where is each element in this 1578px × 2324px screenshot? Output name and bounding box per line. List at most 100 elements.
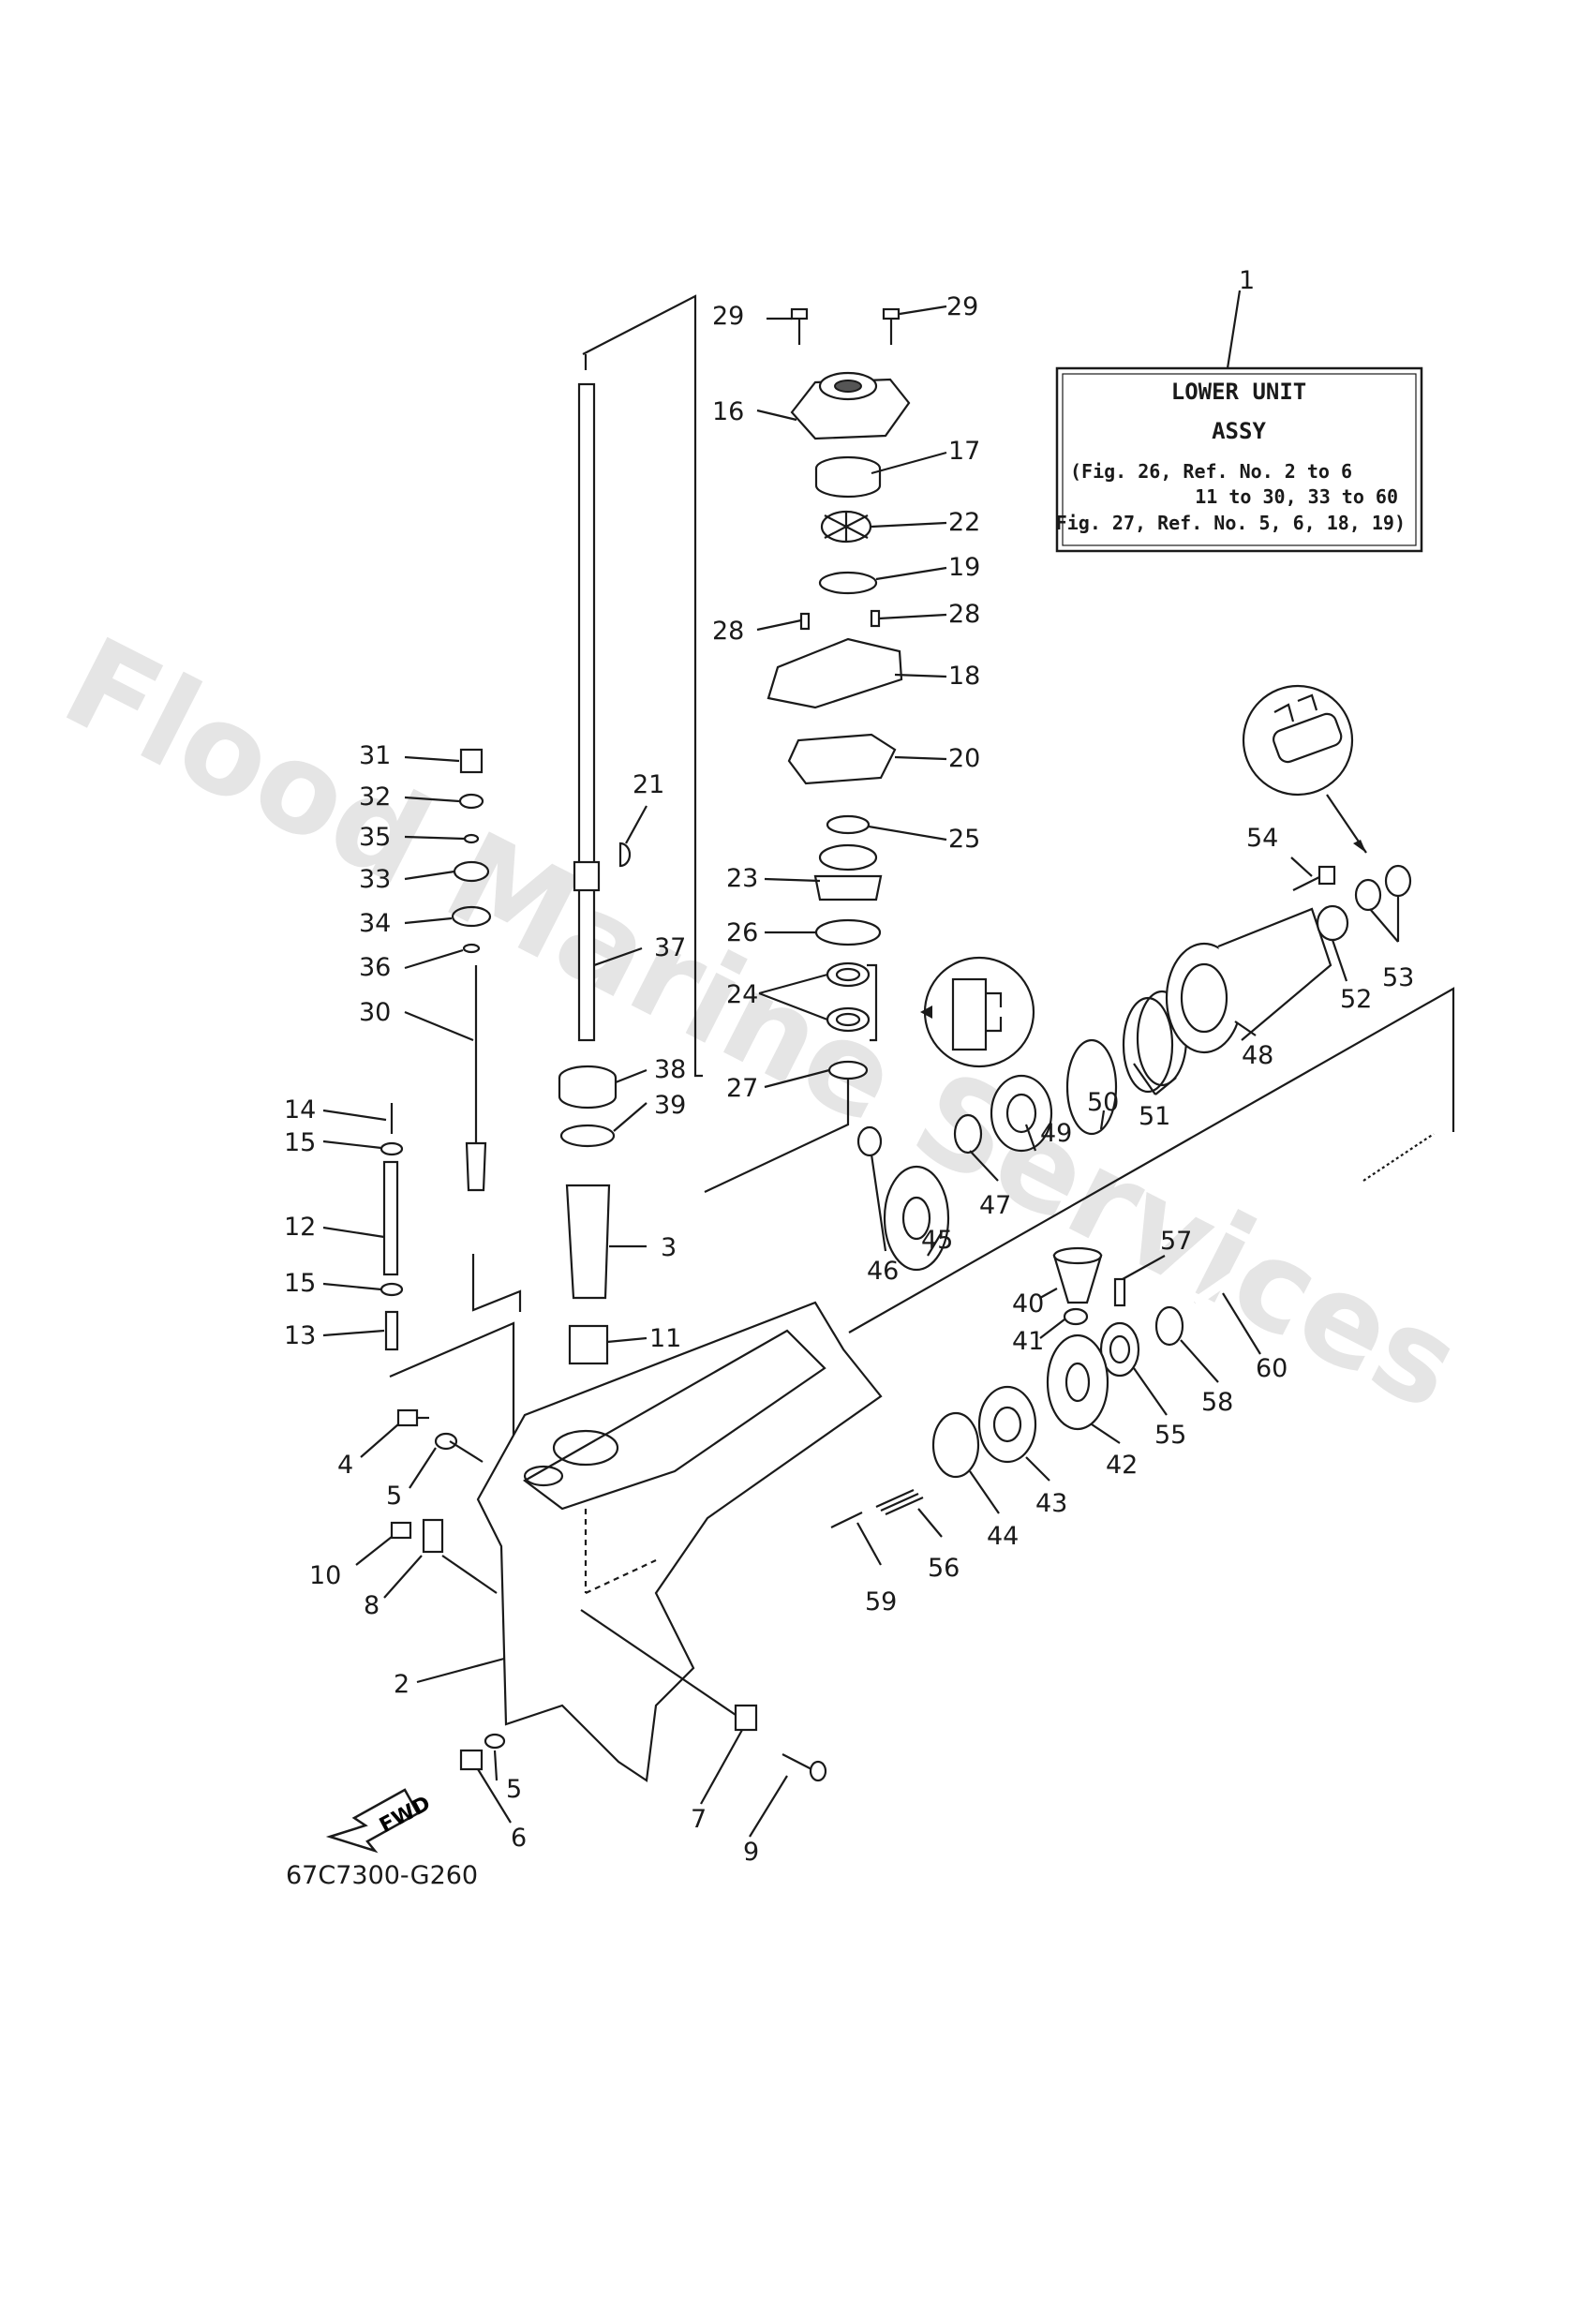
callout-48: 48 bbox=[1242, 1041, 1273, 1070]
screw-9 bbox=[782, 1753, 827, 1782]
callout-42: 42 bbox=[1106, 1451, 1138, 1480]
callout-3: 3 bbox=[661, 1233, 677, 1262]
callout-9: 9 bbox=[743, 1838, 759, 1867]
shim-46 bbox=[856, 1125, 883, 1157]
collar bbox=[826, 814, 871, 835]
gasket bbox=[787, 733, 897, 785]
callout-2: 2 bbox=[394, 1670, 409, 1699]
leader-lines bbox=[322, 290, 1400, 1838]
callout-5-top: 5 bbox=[386, 1482, 402, 1511]
callout-10: 10 bbox=[309, 1561, 341, 1590]
bearing-43 bbox=[977, 1385, 1037, 1464]
callout-58: 58 bbox=[1201, 1388, 1233, 1417]
bolt-4 bbox=[396, 1408, 429, 1427]
callout-46: 46 bbox=[867, 1257, 899, 1286]
fwd-arrow: FWD bbox=[325, 1788, 435, 1854]
dog-clutch-55 bbox=[1099, 1321, 1140, 1378]
gasket-27 bbox=[827, 1060, 869, 1080]
callout-33: 33 bbox=[359, 865, 391, 894]
callout-29-left: 29 bbox=[712, 302, 744, 331]
callout-28-left: 28 bbox=[712, 617, 744, 646]
o-ring-26 bbox=[814, 918, 882, 946]
callout-20: 20 bbox=[948, 744, 980, 773]
pump-housing bbox=[790, 371, 911, 440]
bushing-31 bbox=[459, 748, 484, 774]
dowel-pin-left bbox=[799, 612, 811, 631]
watermark-text: Flood Marine Services bbox=[42, 610, 1481, 1438]
shim bbox=[559, 1124, 616, 1148]
woodruff-key bbox=[618, 842, 632, 868]
callout-55: 55 bbox=[1154, 1421, 1186, 1450]
shift-rod-group bbox=[380, 748, 492, 1351]
callout-6: 6 bbox=[511, 1824, 527, 1853]
stud-13 bbox=[384, 1310, 399, 1351]
callout-49: 49 bbox=[1040, 1119, 1072, 1148]
pipe-12 bbox=[382, 1160, 399, 1276]
shift-rod-seal-33 bbox=[453, 860, 490, 883]
callout-36: 36 bbox=[359, 953, 391, 982]
callout-31: 31 bbox=[359, 741, 391, 770]
propeller-shaft bbox=[1192, 1133, 1435, 1307]
callout-32: 32 bbox=[359, 782, 391, 812]
outer-plate bbox=[767, 637, 903, 709]
callout-18: 18 bbox=[948, 662, 980, 691]
shim-47 bbox=[953, 1113, 983, 1155]
callout-50: 50 bbox=[1087, 1088, 1119, 1117]
bolt-29-right bbox=[882, 307, 901, 345]
callout-15-top: 15 bbox=[284, 1128, 316, 1157]
legend-title: LOWER UNIT bbox=[1171, 379, 1307, 405]
callout-37: 37 bbox=[654, 933, 686, 962]
reverse-gear bbox=[883, 1165, 950, 1272]
gasket-8 bbox=[422, 1518, 444, 1554]
pinion bbox=[1052, 1246, 1103, 1304]
callout-1: 1 bbox=[1239, 266, 1255, 295]
nut-41 bbox=[1063, 1307, 1089, 1326]
shim-44 bbox=[931, 1411, 980, 1479]
forward-gear-42 bbox=[1046, 1333, 1109, 1431]
callout-17: 17 bbox=[948, 437, 980, 466]
o-ring-50 bbox=[1065, 1038, 1118, 1136]
callout-59: 59 bbox=[865, 1587, 897, 1616]
collar-15-top bbox=[380, 1141, 404, 1156]
o-ring bbox=[818, 571, 878, 595]
assembly-boundary-lines bbox=[389, 294, 1455, 1481]
legend-ref-line-3: Fig. 27, Ref. No. 5, 6, 18, 19) bbox=[1056, 512, 1406, 534]
callout-47: 47 bbox=[979, 1191, 1011, 1220]
callout-40: 40 bbox=[1012, 1289, 1044, 1318]
legend-subtitle: ASSY bbox=[1212, 418, 1266, 444]
legend-ref-line-1: (Fig. 26, Ref. No. 2 to 6 bbox=[1070, 460, 1352, 483]
seal-inset-53 bbox=[1242, 684, 1367, 854]
bolt-29-left bbox=[790, 307, 809, 345]
insert-cartridge bbox=[814, 455, 882, 499]
anode-7 bbox=[734, 1704, 758, 1732]
casing-hardware bbox=[390, 1408, 827, 1782]
propeller-shaft-housing bbox=[1165, 907, 1332, 1054]
circlip-35 bbox=[463, 833, 480, 844]
callout-11: 11 bbox=[649, 1324, 681, 1353]
drive-shaft bbox=[577, 382, 596, 1042]
impeller bbox=[820, 510, 872, 544]
collar-32 bbox=[458, 793, 484, 810]
callout-labels: 29 29 16 17 22 19 28 28 18 20 25 23 26 2… bbox=[284, 266, 1414, 1867]
callout-27: 27 bbox=[726, 1074, 758, 1103]
callout-43: 43 bbox=[1035, 1489, 1067, 1518]
callout-54: 54 bbox=[1246, 824, 1278, 853]
callout-39: 39 bbox=[654, 1091, 686, 1120]
callout-14: 14 bbox=[284, 1095, 316, 1125]
callout-8: 8 bbox=[364, 1591, 380, 1620]
oil-seal-housing bbox=[813, 843, 883, 901]
callout-16: 16 bbox=[712, 397, 744, 426]
plunger-59 bbox=[830, 1512, 863, 1528]
needle-bearing-52 bbox=[1316, 904, 1349, 942]
lower-casing bbox=[476, 1301, 883, 1782]
callout-22: 22 bbox=[948, 508, 980, 537]
callout-25: 25 bbox=[948, 825, 980, 854]
callout-38: 38 bbox=[654, 1055, 686, 1084]
callout-5-bottom: 5 bbox=[506, 1775, 522, 1804]
pin-57 bbox=[1113, 1277, 1126, 1307]
callout-56: 56 bbox=[928, 1554, 960, 1583]
callout-44: 44 bbox=[987, 1522, 1019, 1551]
drive-shaft-bearing bbox=[558, 1065, 618, 1110]
washer-5-top bbox=[434, 1432, 458, 1451]
